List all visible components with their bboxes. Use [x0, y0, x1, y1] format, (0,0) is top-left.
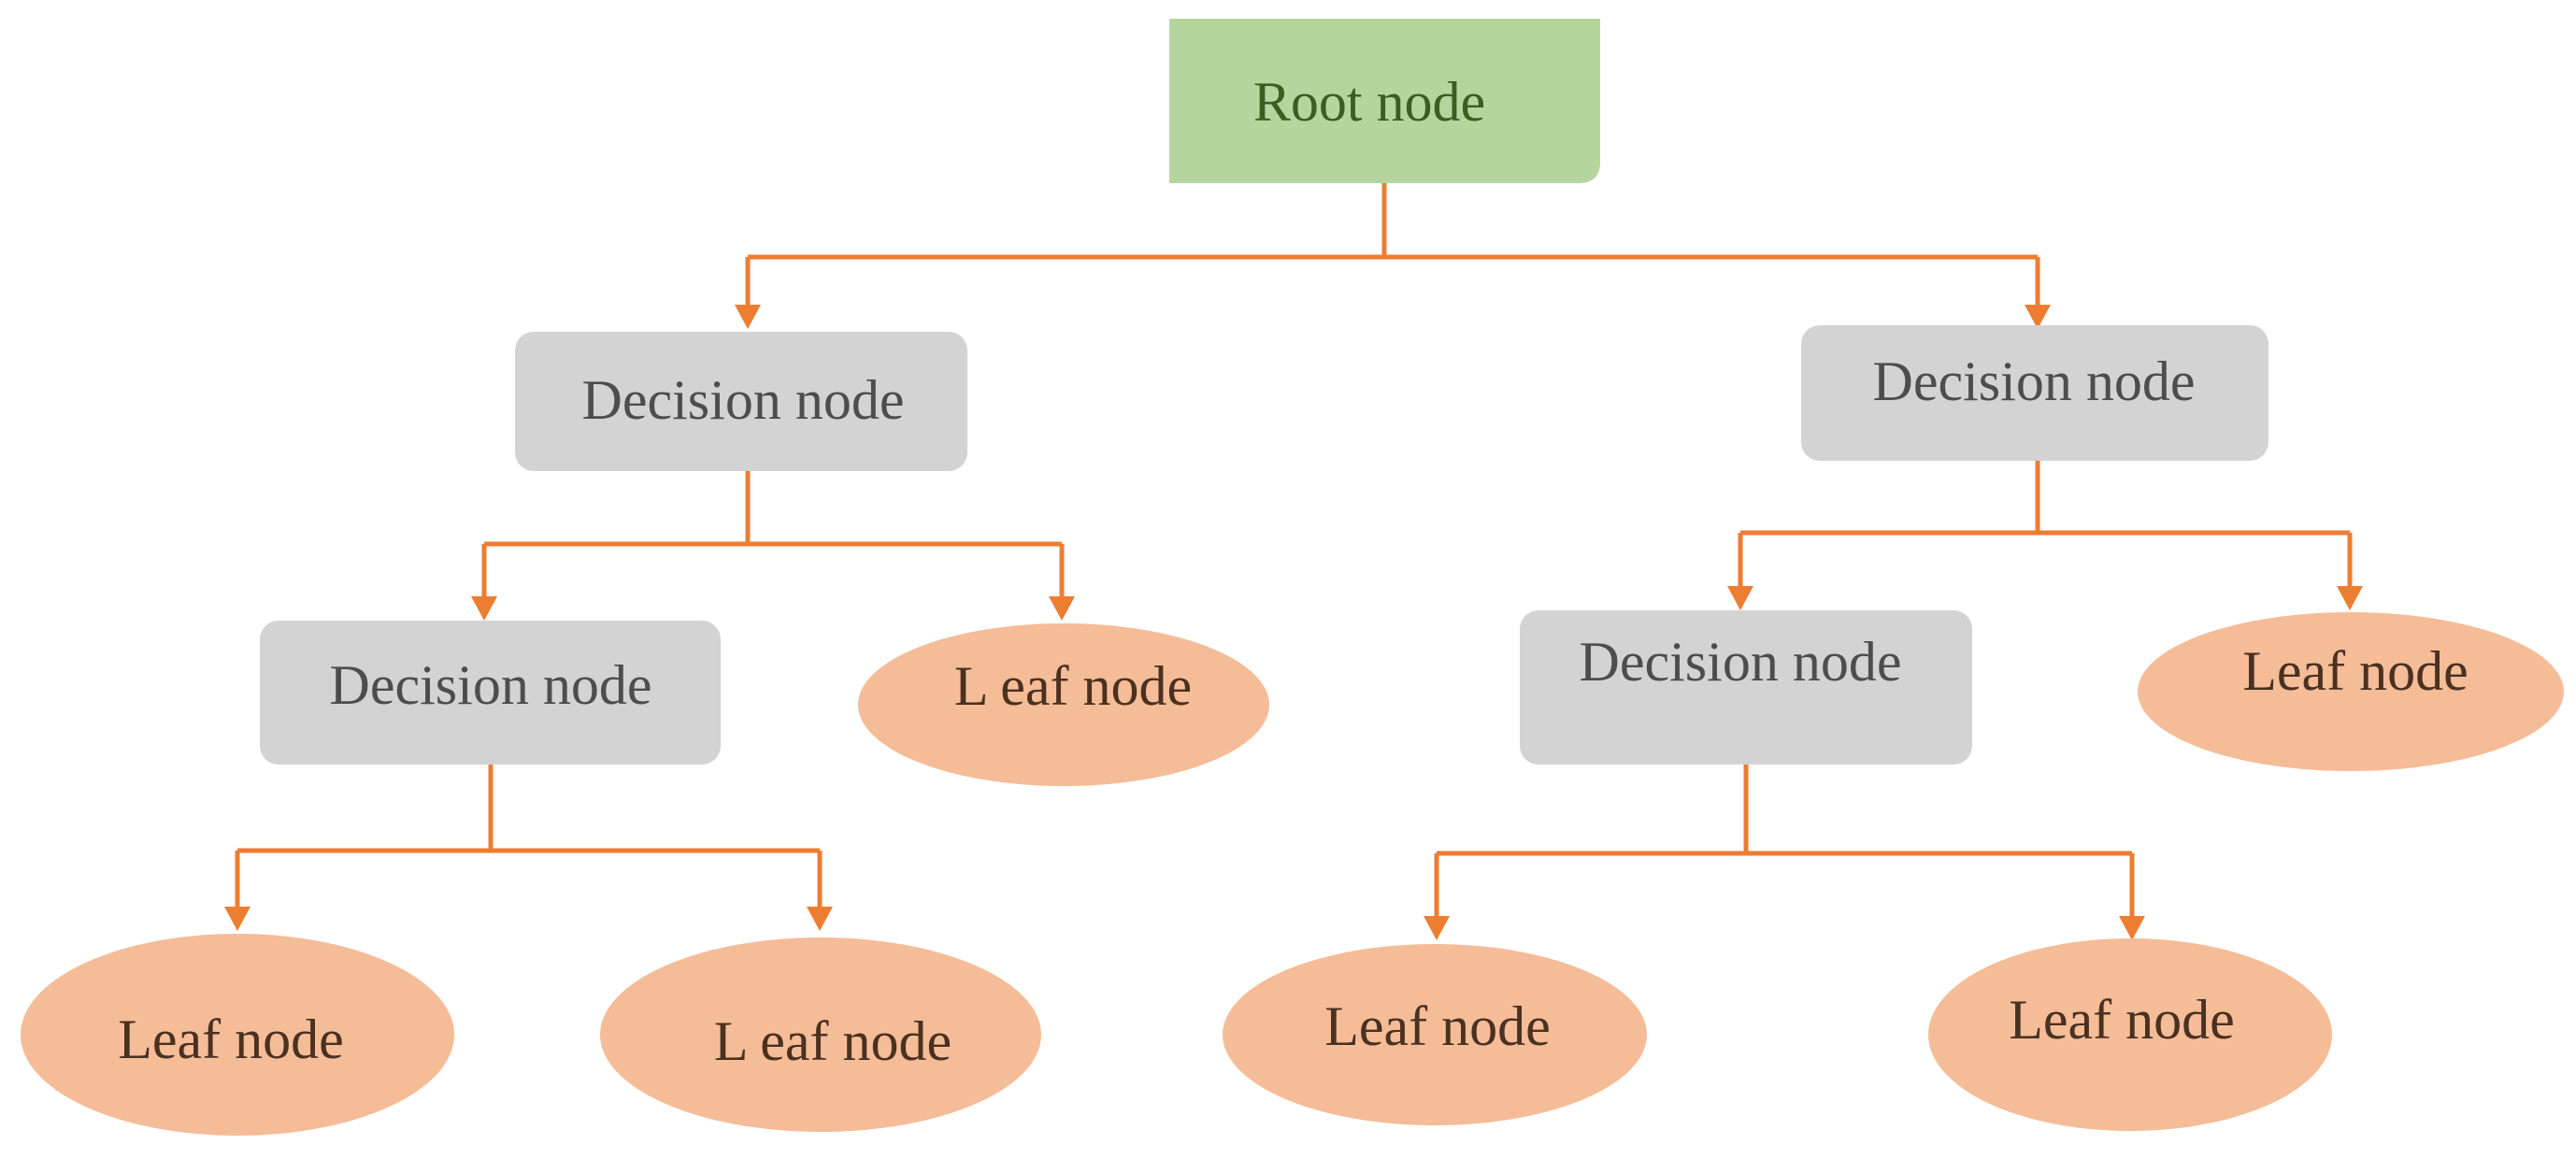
decision-node: Decision node: [515, 332, 967, 471]
leaf-node-ellipse: [1928, 938, 2332, 1131]
arrowhead: [2337, 586, 2363, 610]
arrowhead: [1727, 586, 1753, 610]
connector-edges: [235, 183, 2353, 921]
arrowhead: [224, 907, 250, 931]
decision-node-label: Decision node: [330, 654, 652, 716]
decision-node-box: [260, 621, 721, 765]
leaf-node-label: Leaf node: [2009, 989, 2235, 1051]
leaf-node: Leaf node: [1928, 938, 2332, 1131]
leaf-node-label: Leaf node: [2242, 640, 2469, 702]
leaf-node: Leaf node: [1223, 944, 1647, 1125]
arrowhead: [1424, 916, 1450, 940]
leaf-node-label: L eaf node: [954, 655, 1192, 717]
leaf-node: L eaf node: [858, 623, 1269, 786]
leaf-node-label: Leaf node: [1324, 995, 1551, 1057]
root-node-label: Root node: [1253, 71, 1485, 133]
leaf-node: Leaf node: [21, 934, 454, 1136]
decision-node-label: Decision node: [1873, 351, 2196, 412]
arrowhead: [735, 305, 761, 329]
decision-node-box: [515, 332, 967, 471]
leaf-node: L eaf node: [600, 937, 1041, 1132]
root-node-box: [1169, 19, 1600, 183]
arrowhead: [1049, 596, 1075, 621]
leaf-node-ellipse: [2138, 612, 2564, 771]
leaf-node-label: Leaf node: [118, 1009, 344, 1070]
arrowhead: [2119, 916, 2145, 940]
decision-node: Decision node: [1520, 610, 1972, 765]
leaf-node-ellipse: [21, 934, 454, 1136]
decision-node-label: Decision node: [1580, 631, 1902, 693]
leaf-node-ellipse: [858, 623, 1269, 786]
arrowheads: [224, 305, 2363, 940]
decision-node-box: [1520, 610, 1972, 765]
decision-node: Decision node: [1801, 325, 2268, 461]
decision-node-box: [1801, 325, 2268, 461]
decision-node: Decision node: [260, 621, 721, 765]
leaf-node-ellipse: [600, 937, 1041, 1132]
leaf-node-label: L eaf node: [714, 1010, 952, 1072]
leaf-node-ellipse: [1223, 944, 1647, 1125]
arrowhead: [807, 907, 833, 931]
root-node: Root node: [1169, 19, 1600, 183]
arrowhead: [471, 596, 497, 621]
decision-node-label: Decision node: [582, 369, 905, 431]
leaf-node: Leaf node: [2138, 612, 2564, 771]
arrowhead: [2025, 305, 2051, 329]
